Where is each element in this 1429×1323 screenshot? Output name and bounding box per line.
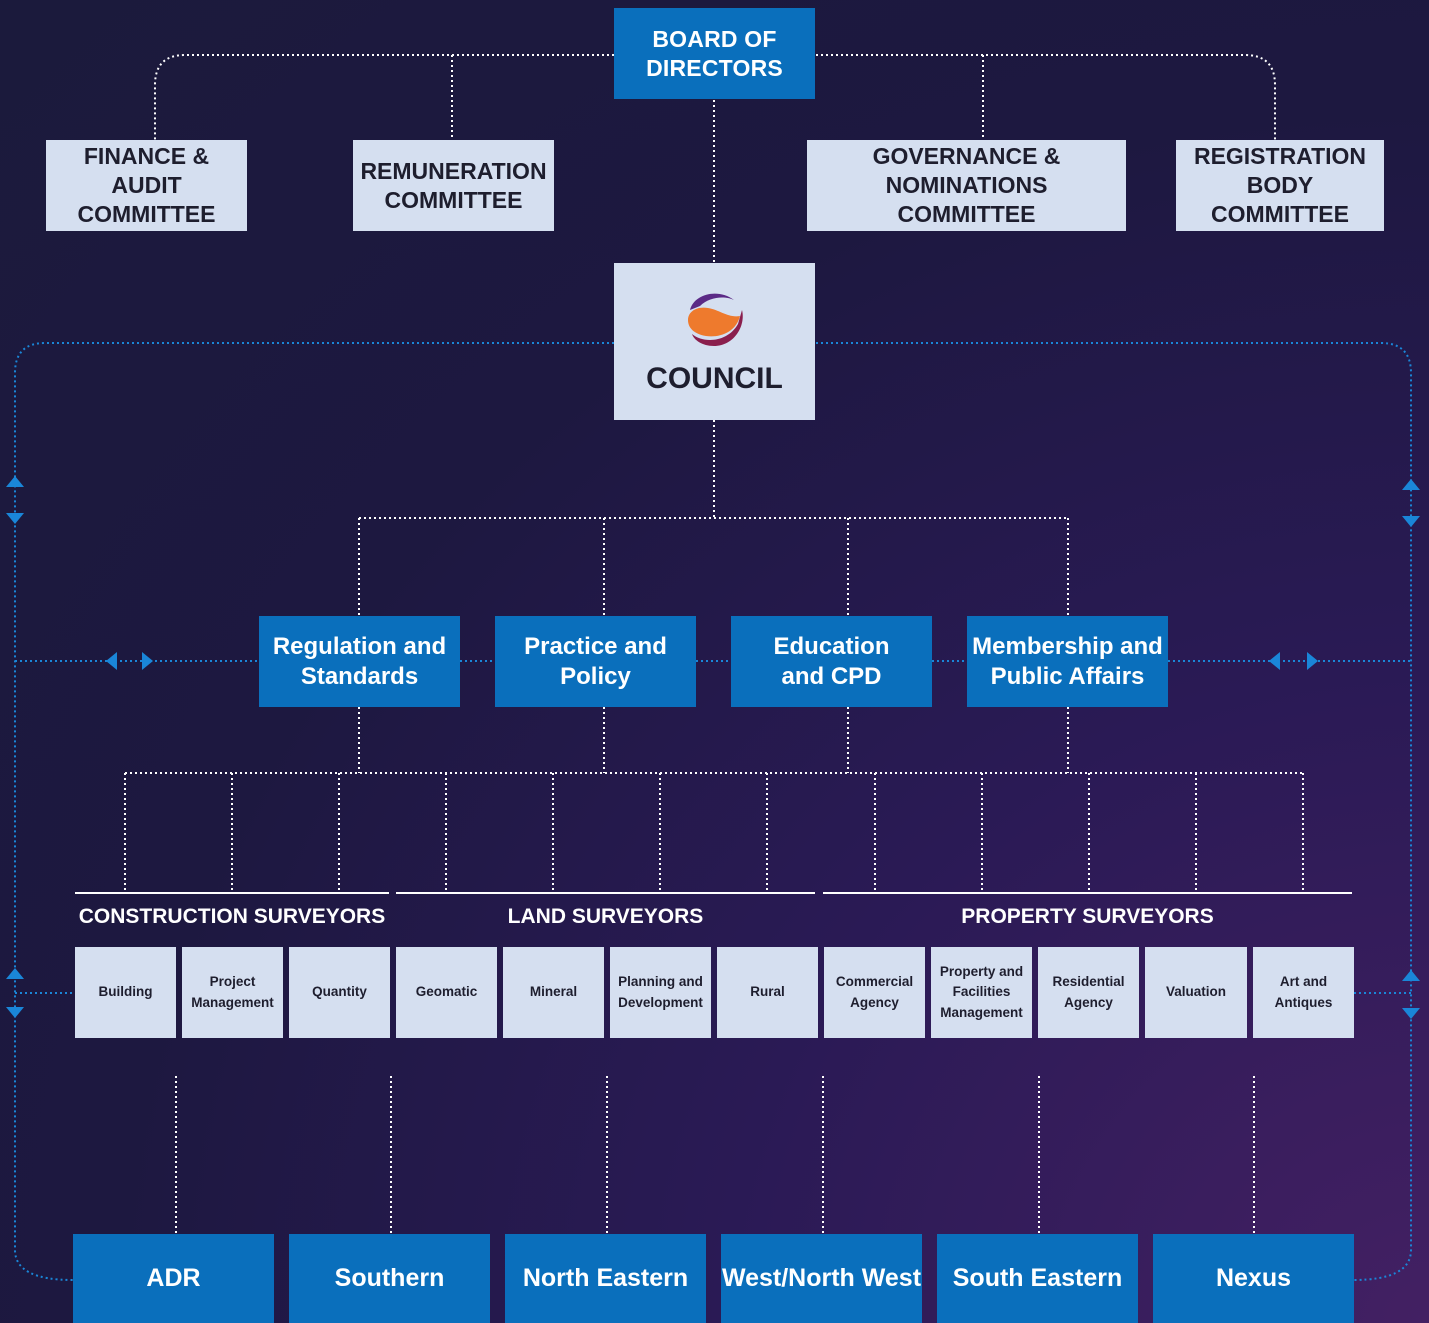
department-box: Education and CPD <box>731 616 932 707</box>
board-label: BOARD OF DIRECTORS <box>646 25 783 81</box>
arrow-up-icon <box>1402 970 1420 981</box>
arrow-right-icon <box>1307 652 1318 670</box>
arrow-down-icon <box>6 1007 24 1018</box>
specialism-box: Building <box>75 947 176 1038</box>
specialism-box: Art and Antiques <box>1253 947 1354 1038</box>
committee-label: REGISTRATION BODY COMMITTEE <box>1193 143 1367 227</box>
specialism-label: Project Management <box>191 974 274 1010</box>
specialism-label: Quantity <box>312 984 367 1000</box>
specialism-region-connector <box>175 1076 1255 1234</box>
specialism-label: Mineral <box>529 984 578 1000</box>
specialism-label: Geomatic <box>415 984 478 1000</box>
specialism-box: Residential Agency <box>1038 947 1139 1038</box>
arrow-left-icon <box>1269 652 1280 670</box>
board-committee-connector <box>154 54 614 140</box>
region-box: North Eastern <box>505 1234 706 1323</box>
region-label: Southern <box>334 1263 445 1292</box>
department-specialism-connector <box>124 773 1304 892</box>
department-label: Practice and Policy <box>524 632 667 690</box>
governance-nominations-committee-box: GOVERNANCE & NOMINATIONS COMMITTEE <box>807 140 1126 231</box>
arrow-down-icon <box>1402 1008 1420 1019</box>
specialism-box: Valuation <box>1145 947 1247 1038</box>
region-box: South Eastern <box>937 1234 1138 1323</box>
arrow-up-icon <box>1402 479 1420 490</box>
arrow-down-icon <box>6 513 24 524</box>
group-title-land: LAND SURVEYORS <box>396 892 815 929</box>
specialism-label: Valuation <box>1165 984 1226 1000</box>
board-of-directors-box: BOARD OF DIRECTORS <box>614 8 815 99</box>
outer-loop-connector <box>816 342 1412 1281</box>
ring-logo-icon <box>687 293 743 346</box>
region-box: West/North West <box>721 1234 922 1323</box>
arrow-right-icon <box>142 652 153 670</box>
region-label: South Eastern <box>952 1263 1123 1292</box>
region-box: ADR <box>73 1234 274 1323</box>
specialism-box: Rural <box>717 947 818 1038</box>
specialism-box: Mineral <box>503 947 604 1038</box>
group-title-construction: CONSTRUCTION SURVEYORS <box>75 892 389 929</box>
group-title-label: CONSTRUCTION SURVEYORS <box>78 905 386 928</box>
department-label: Education and CPD <box>773 632 890 690</box>
region-label: West/North West <box>721 1263 922 1292</box>
specialism-box: Property and Facilities Management <box>931 947 1032 1038</box>
arrow-up-icon <box>6 476 24 487</box>
council-department-connector <box>358 518 1069 616</box>
specialism-box: Geomatic <box>396 947 497 1038</box>
group-title-property: PROPERTY SURVEYORS <box>823 892 1352 929</box>
specialism-box: Planning and Development <box>610 947 711 1038</box>
region-label: ADR <box>146 1263 201 1292</box>
committee-label: GOVERNANCE & NOMINATIONS COMMITTEE <box>872 143 1061 227</box>
council-label: COUNCIL <box>646 361 783 395</box>
department-box: Practice and Policy <box>495 616 696 707</box>
region-label: North Eastern <box>522 1263 689 1292</box>
board-committee-connector <box>816 54 1276 140</box>
arrow-left-icon <box>106 652 117 670</box>
region-box: Southern <box>289 1234 490 1323</box>
department-specialism-connector <box>358 707 1069 773</box>
specialism-label: Residential Agency <box>1052 974 1125 1010</box>
group-title-label: PROPERTY SURVEYORS <box>961 905 1214 928</box>
group-title-label: LAND SURVEYORS <box>507 905 704 928</box>
department-box: Regulation and Standards <box>259 616 460 707</box>
specialism-label: Building <box>98 984 153 1000</box>
department-label: Regulation and Standards <box>272 632 447 690</box>
specialism-box: Commercial Agency <box>824 947 925 1038</box>
registration-body-committee-box: REGISTRATION BODY COMMITTEE <box>1176 140 1384 231</box>
specialism-label: Planning and Development <box>618 974 703 1010</box>
department-box: Membership and Public Affairs <box>967 616 1168 707</box>
specialism-label: Commercial Agency <box>835 974 914 1010</box>
specialism-label: Rural <box>750 984 785 1000</box>
specialism-label: Property and Facilities Management <box>939 964 1024 1020</box>
region-box: Nexus <box>1153 1234 1354 1323</box>
specialism-box: Quantity <box>289 947 390 1038</box>
arrow-up-icon <box>6 968 24 979</box>
remuneration-committee-box: REMUNERATION COMMITTEE <box>353 140 554 231</box>
specialism-box: Project Management <box>182 947 283 1038</box>
council-box: COUNCIL <box>614 263 815 420</box>
outer-loop-connector <box>14 342 614 1281</box>
committee-label: REMUNERATION COMMITTEE <box>360 157 547 213</box>
department-label: Membership and Public Affairs <box>972 632 1163 690</box>
finance-audit-committee-box: FINANCE & AUDIT COMMITTEE <box>46 140 247 231</box>
region-label: Nexus <box>1215 1263 1292 1292</box>
committee-label: FINANCE & AUDIT COMMITTEE <box>77 143 216 227</box>
specialism-label: Art and Antiques <box>1274 974 1333 1010</box>
arrow-down-icon <box>1402 516 1420 527</box>
